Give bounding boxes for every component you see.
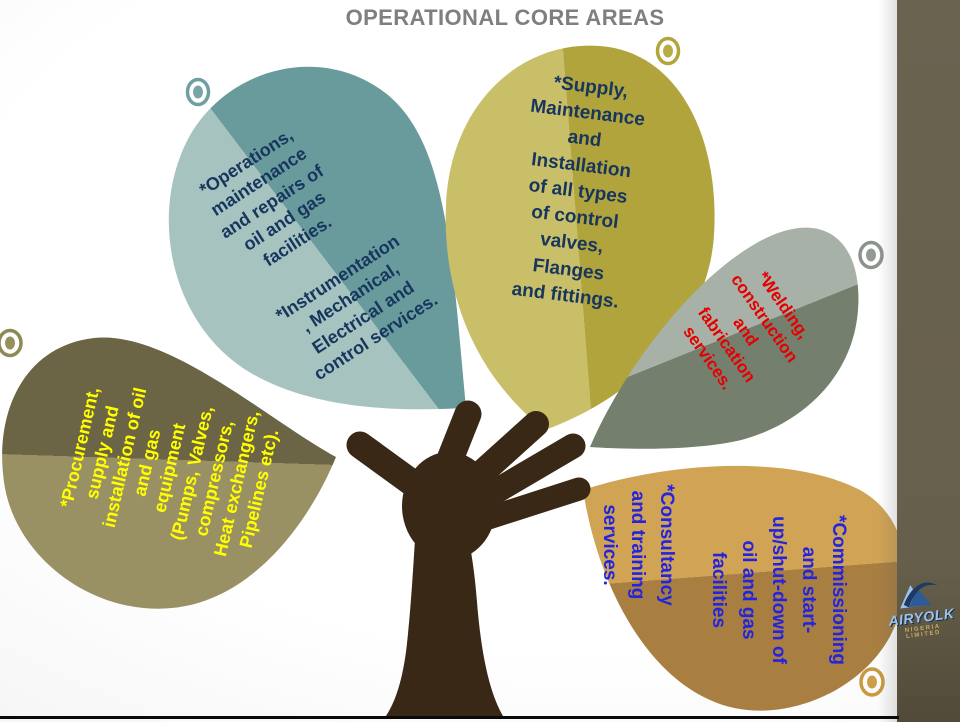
ring-ornament-operations-icon xyxy=(185,77,211,107)
slide-edge-shadow xyxy=(878,0,897,722)
page-title: OPERATIONAL CORE AREAS xyxy=(345,5,665,30)
bottom-border xyxy=(0,716,899,719)
logo-mountain-swoosh-icon xyxy=(900,582,938,609)
leaf-operations-shape xyxy=(168,66,466,410)
airvolk-logo: AIRYOLK NIGERIA LIMITED xyxy=(881,575,960,653)
leaf-welding-shape xyxy=(590,227,859,449)
ring-ornament-commissioning-icon xyxy=(859,667,885,697)
leaf-procurement-shape xyxy=(2,337,336,609)
ring-ornament-procurement-icon xyxy=(0,328,23,358)
ring-ornament-supply-icon xyxy=(655,36,681,66)
leaf-supply-shape xyxy=(445,45,715,431)
hand-tree-trunk xyxy=(346,400,591,719)
leaf-commissioning-shape xyxy=(583,465,906,711)
ring-ornament-welding-icon xyxy=(858,240,884,270)
